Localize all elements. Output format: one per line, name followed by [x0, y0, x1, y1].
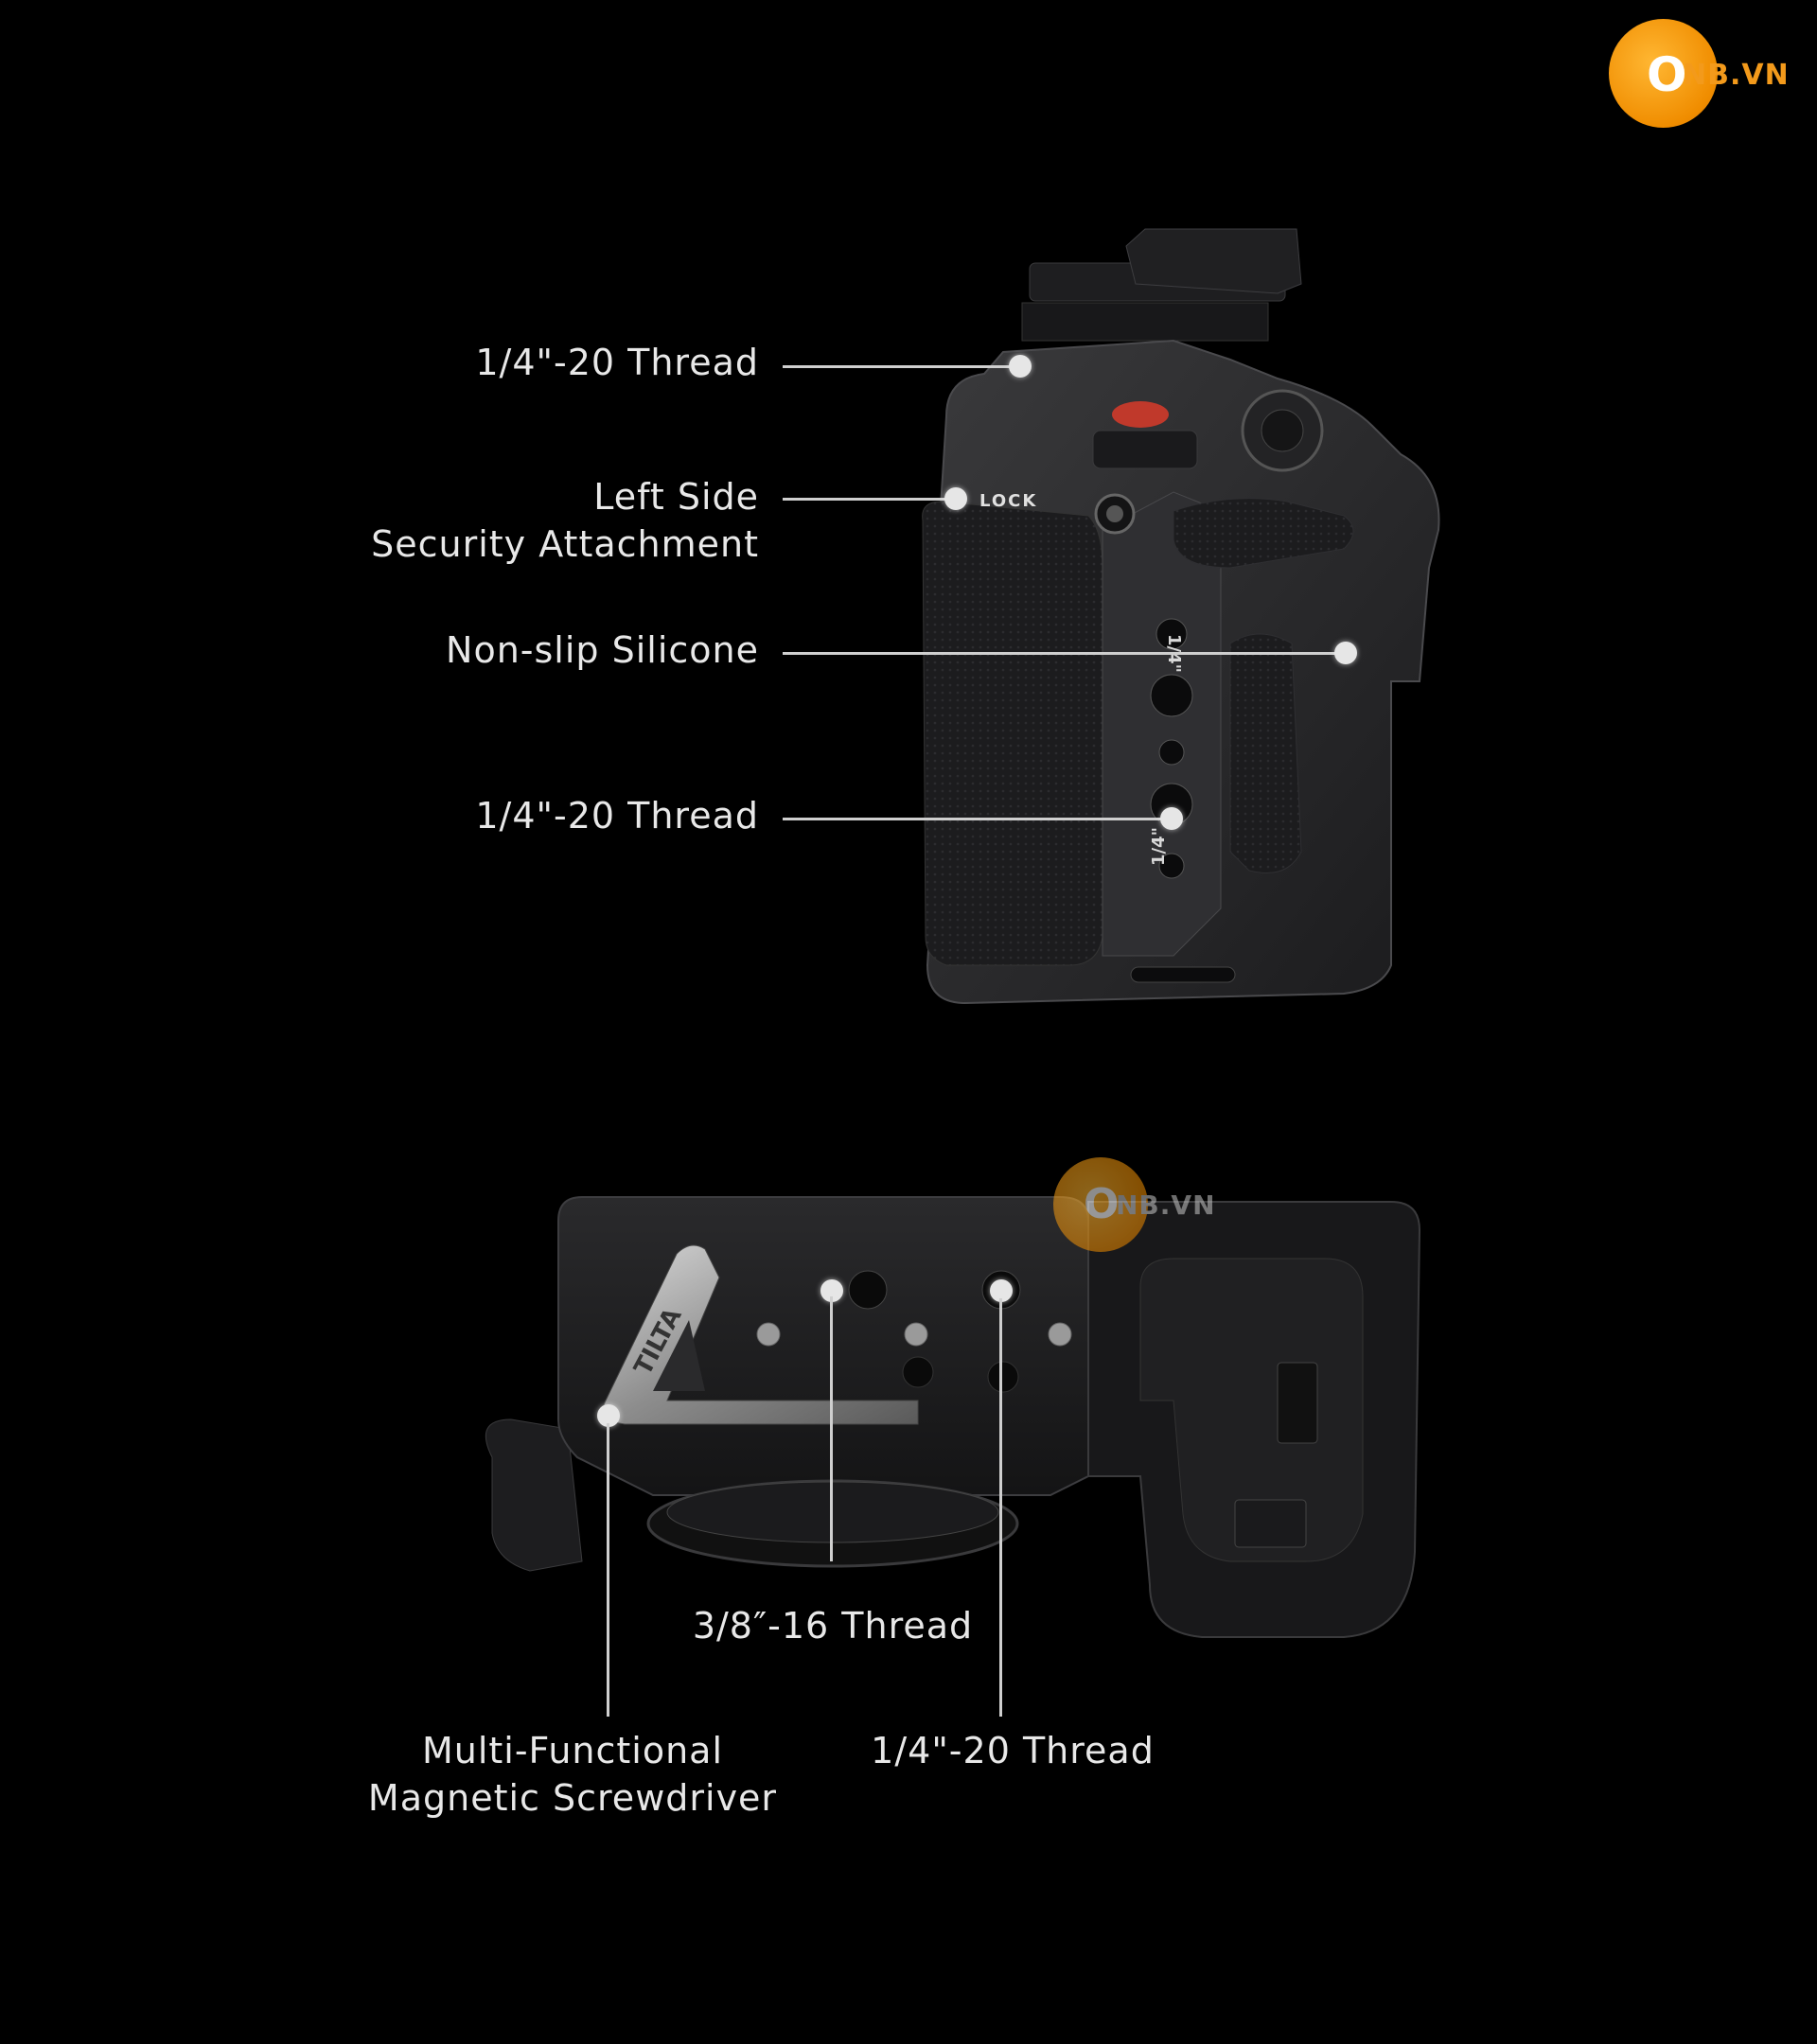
watermark-o: O: [1647, 47, 1687, 102]
callout-dot: [944, 487, 967, 510]
leader-line: [783, 498, 962, 501]
camera-cage-bottom-view: TILTA: [485, 1196, 1421, 1638]
size-engraving-bottom: 1/4": [1149, 827, 1169, 866]
callout-text: Non-slip Silicone: [446, 629, 759, 671]
callout-magnetic-screwdriver: Multi-Functional Magnetic Screwdriver: [360, 1727, 785, 1822]
watermark-text: NB.VN: [1683, 59, 1790, 92]
callout-thread-bottom: 1/4"-20 Thread: [852, 1727, 1173, 1774]
leader-line: [783, 818, 1169, 820]
callout-text-line1: Multi-Functional: [421, 1730, 724, 1771]
callout-dot: [1160, 807, 1183, 830]
leader-line: [999, 1298, 1002, 1717]
callout-non-slip-silicone: Non-slip Silicone: [397, 626, 759, 674]
callout-text-line2: Magnetic Screwdriver: [367, 1777, 778, 1819]
callout-dot: [1009, 355, 1032, 378]
watermark-o: O: [1084, 1180, 1120, 1228]
leader-line: [783, 652, 1349, 655]
callout-3-8-thread: 3/8″-16 Thread: [662, 1602, 1003, 1649]
watermark-logo-top: O NB.VN: [1609, 19, 1798, 132]
callout-thread-top: 1/4"-20 Thread: [397, 339, 759, 386]
callout-text-line1: Left Side: [593, 476, 759, 518]
callout-dot: [1334, 642, 1357, 664]
watermark-logo-center: O NB.VN: [1053, 1157, 1233, 1252]
callout-thread-side: 1/4"-20 Thread: [397, 792, 759, 839]
callout-text-line2: Security Attachment: [371, 523, 759, 565]
leader-line: [783, 365, 1019, 368]
leader-line: [830, 1296, 833, 1561]
leader-line: [607, 1423, 609, 1717]
callout-text: 1/4"-20 Thread: [475, 795, 759, 837]
callout-text: 3/8″-16 Thread: [692, 1605, 974, 1647]
camera-cage-side-view: [922, 228, 1440, 1005]
callout-security-attachment: Left Side Security Attachment: [360, 473, 759, 568]
watermark-text: NB.VN: [1116, 1189, 1216, 1221]
callout-text: 1/4"-20 Thread: [475, 342, 759, 383]
lock-engraving: LOCK: [979, 491, 1037, 511]
callout-text: 1/4"-20 Thread: [871, 1730, 1155, 1771]
